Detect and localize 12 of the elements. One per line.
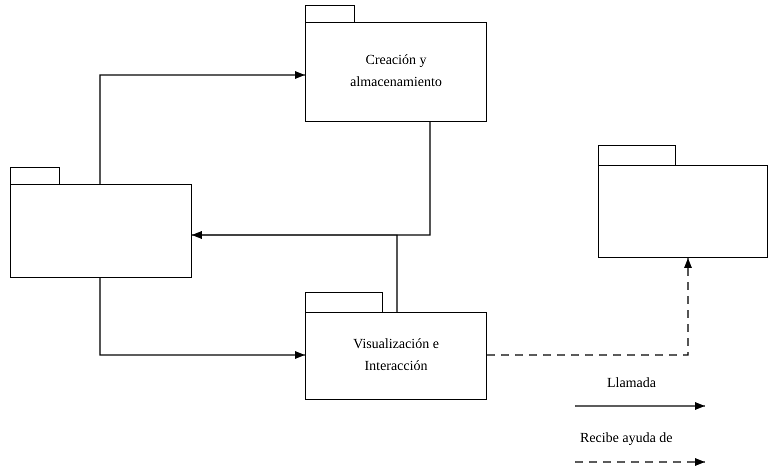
package-name: Visualización e Interacción	[352, 336, 440, 376]
package-shape	[10, 167, 192, 278]
package-shape	[305, 5, 487, 122]
package-shape	[305, 292, 487, 400]
arrow	[192, 231, 398, 313]
arrow	[487, 258, 692, 356]
legend-label: Recibe ayuda de	[580, 431, 673, 447]
legend-label: Llamada	[607, 376, 656, 392]
arrow	[99, 71, 305, 185]
package-name: Creación y almacenamiento	[349, 52, 443, 92]
package-shape	[598, 145, 768, 258]
arrow	[99, 278, 305, 359]
